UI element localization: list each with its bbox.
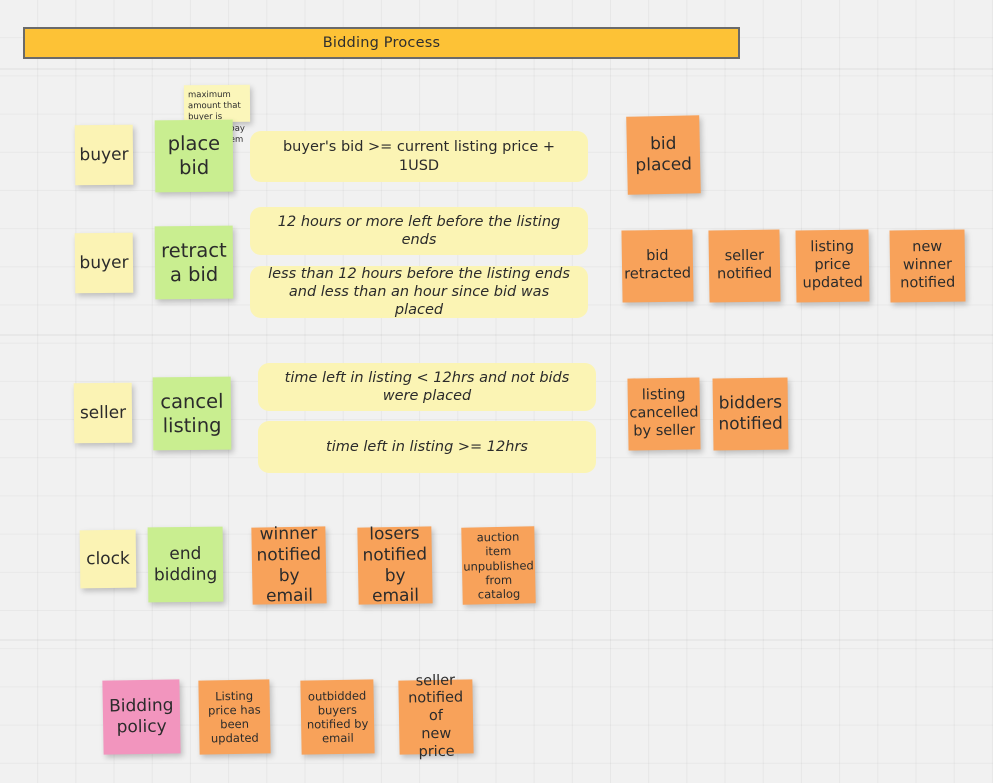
board-title-banner: Bidding Process <box>23 27 740 59</box>
actor-note-buyer-retract-bid[interactable]: buyer <box>74 232 134 294</box>
event-note-winner-notified-by-email[interactable]: winner notified by email <box>251 524 327 607</box>
command-note-retract-a-bid[interactable]: retract a bid <box>154 225 234 300</box>
event-note-listing-price-updated[interactable]: listing price updated <box>795 229 870 303</box>
event-note-bid-placed[interactable]: bid placed <box>626 115 701 195</box>
command-note-cancel-listing[interactable]: cancel listing <box>152 376 232 451</box>
event-note-auction-item-unpublished[interactable]: auction item unpublished from catalog <box>461 526 536 605</box>
grid-rule <box>0 68 993 70</box>
event-note-seller-notified[interactable]: seller notified <box>708 229 781 303</box>
grid-rule <box>0 334 993 336</box>
annotation-note-max-amount[interactable]: maximum amount that buyer is willing to … <box>183 84 251 145</box>
event-note-listing-price-has-been-updated[interactable]: Listing price has been updated <box>198 679 271 755</box>
condition-box-place-bid-1[interactable]: buyer's bid >= current listing price + 1… <box>250 131 588 182</box>
event-note-bid-retracted[interactable]: bid retracted <box>621 229 694 303</box>
condition-box-retract-bid-1[interactable]: 12 hours or more left before the listing… <box>250 207 588 255</box>
actor-note-seller-cancel-listing[interactable]: seller <box>73 382 133 444</box>
event-note-seller-notified-of-new-price[interactable]: seller notified of new price <box>398 672 474 760</box>
condition-box-retract-bid-2[interactable]: less than 12 hours before the listing en… <box>250 266 588 318</box>
event-note-losers-notified-by-email[interactable]: losers notified by email <box>357 524 433 607</box>
page-title: Bidding Process <box>322 35 441 51</box>
event-note-new-winner-notified[interactable]: new winner notified <box>889 229 966 303</box>
event-note-outbidded-buyers-notified[interactable]: outbidded buyers notified by email <box>300 679 375 755</box>
command-note-place-bid[interactable]: place bid <box>154 119 234 193</box>
condition-box-cancel-listing-1[interactable]: time left in listing < 12hrs and not bid… <box>258 363 596 411</box>
condition-box-cancel-listing-2[interactable]: time left in listing >= 12hrs <box>258 421 596 473</box>
actor-note-buyer-place-bid[interactable]: buyer <box>74 124 134 186</box>
grid-rule <box>0 639 993 641</box>
actor-note-clock[interactable]: clock <box>79 529 137 589</box>
command-note-end-bidding[interactable]: end bidding <box>147 526 224 603</box>
event-note-listing-cancelled-by-seller[interactable]: listing cancelled by seller <box>627 377 701 451</box>
event-note-bidders-notified[interactable]: bidders notified <box>712 377 789 451</box>
policy-note-bidding-policy[interactable]: Bidding policy <box>102 679 181 755</box>
